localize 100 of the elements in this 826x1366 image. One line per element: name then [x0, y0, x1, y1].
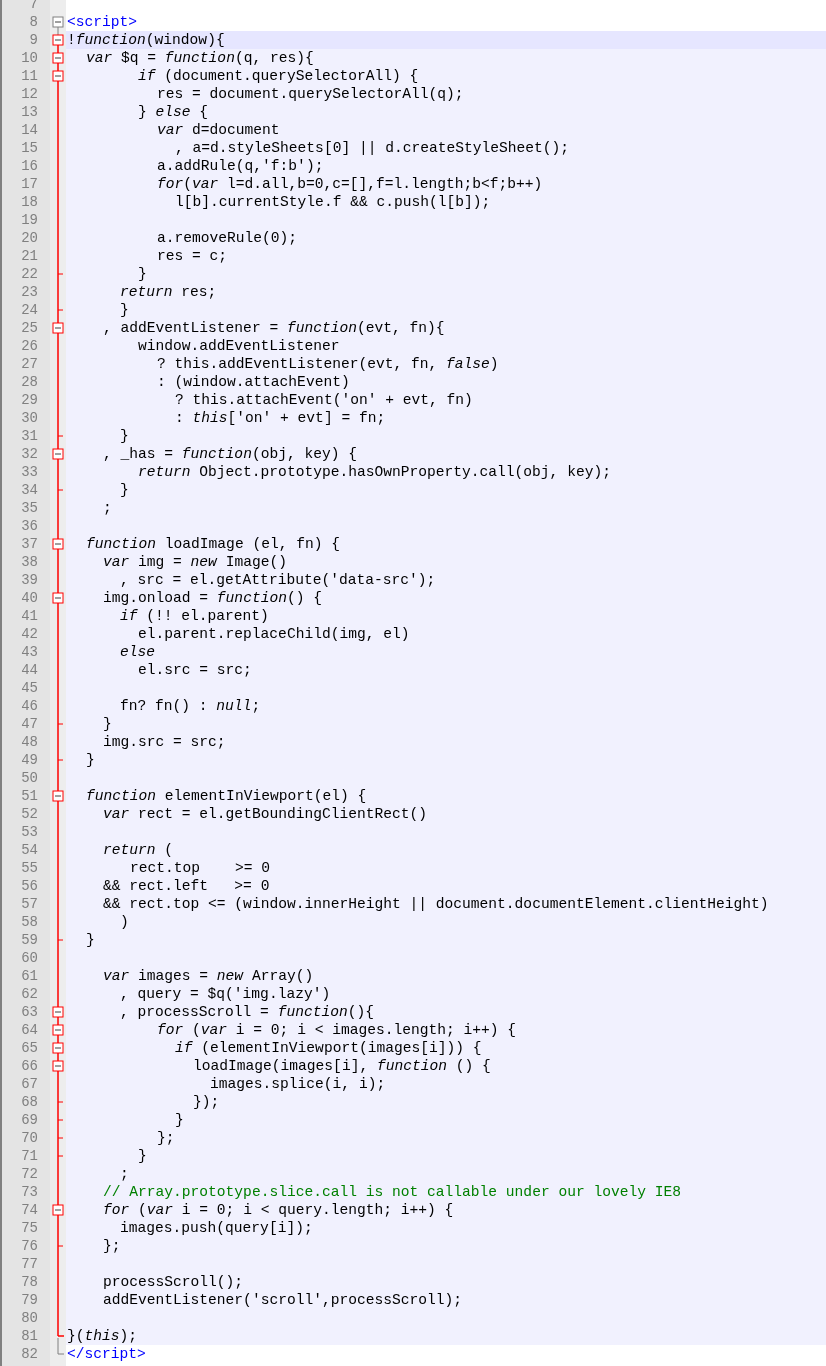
line-number: 70	[20, 1129, 38, 1147]
code-line: var rect = el.getBoundingClientRect()	[103, 805, 428, 823]
code-line: </script>	[67, 1345, 146, 1363]
line-number: 51	[20, 787, 38, 805]
line-number: 68	[20, 1093, 38, 1111]
line-number: 82	[20, 1345, 38, 1363]
code-line: }	[175, 1111, 184, 1129]
code-line: images.splice(i, i);	[210, 1075, 386, 1093]
line-number: 23	[20, 283, 38, 301]
line-number: 73	[20, 1183, 38, 1201]
code-line: : (window.attachEvent)	[157, 373, 350, 391]
code-line: res = document.querySelectorAll(q);	[157, 85, 464, 103]
code-line: if (!! el.parent)	[120, 607, 269, 625]
line-number: 21	[20, 247, 38, 265]
code-line: loadImage(images[i], function () {	[193, 1057, 491, 1075]
line-number: 80	[20, 1309, 38, 1327]
line-number: 47	[20, 715, 38, 733]
line-number: 34	[20, 481, 38, 499]
line-number: 32	[20, 445, 38, 463]
line-number: 54	[20, 841, 38, 859]
line-number: 76	[20, 1237, 38, 1255]
line-number: 15	[20, 139, 38, 157]
code-line: fn? fn() : null;	[120, 697, 261, 715]
code-line: };	[103, 1237, 121, 1255]
code-line: if (document.querySelectorAll) {	[138, 67, 419, 85]
code-line: , _has = function(obj, key) {	[103, 445, 357, 463]
code-line: , processScroll = function(){	[120, 1003, 374, 1021]
line-number: 14	[20, 121, 38, 139]
line-number: 64	[20, 1021, 38, 1039]
code-line: }	[103, 715, 112, 733]
line-number: 61	[20, 967, 38, 985]
code-line: var d=document	[157, 121, 280, 139]
line-number: 25	[20, 319, 38, 337]
code-line: ;	[103, 499, 112, 517]
code-line: var $q = function(q, res){	[86, 49, 314, 67]
code-line: ? this.addEventListener(evt, fn, false)	[157, 355, 499, 373]
line-number: 13	[20, 103, 38, 121]
code-line: }	[86, 931, 95, 949]
line-number: 37	[20, 535, 38, 553]
line-number: 53	[20, 823, 38, 841]
line-number: 22	[20, 265, 38, 283]
line-number: 44	[20, 661, 38, 679]
code-line: }	[138, 265, 147, 283]
line-number: 74	[20, 1201, 38, 1219]
code-line: && rect.top <= (window.innerHeight || document.documentElement.clientHeight)	[103, 895, 769, 913]
line-number: 48	[20, 733, 38, 751]
line-number: 65	[20, 1039, 38, 1057]
line-number: 20	[20, 229, 38, 247]
code-line: else	[120, 643, 156, 661]
line-number: 35	[20, 499, 38, 517]
line-number: 75	[20, 1219, 38, 1237]
line-number: 49	[20, 751, 38, 769]
line-number: 71	[20, 1147, 38, 1165]
line-number: 29	[20, 391, 38, 409]
code-line: }	[120, 301, 129, 319]
line-number: 52	[20, 805, 38, 823]
code-line: });	[193, 1093, 220, 1111]
code-line: a.removeRule(0);	[157, 229, 298, 247]
line-number: 55	[20, 859, 38, 877]
code-line: }	[120, 427, 129, 445]
code-line: window.addEventListener	[138, 337, 340, 355]
code-line: function loadImage (el, fn) {	[86, 535, 340, 553]
line-number: 40	[20, 589, 38, 607]
code-line: processScroll();	[103, 1273, 244, 1291]
line-number: 43	[20, 643, 38, 661]
code-line: return res;	[120, 283, 217, 301]
line-number: 50	[20, 769, 38, 787]
line-number: 41	[20, 607, 38, 625]
line-number: 63	[20, 1003, 38, 1021]
code-line: el.src = src;	[138, 661, 252, 679]
code-line: var images = new Array()	[103, 967, 314, 985]
line-number: 8	[28, 13, 38, 31]
line-number: 69	[20, 1111, 38, 1129]
code-line: } else {	[138, 103, 209, 121]
line-number: 24	[20, 301, 38, 319]
code-line: };	[157, 1129, 175, 1147]
code-line: , query = $q('img.lazy')	[120, 985, 331, 1003]
code-line: , a=d.styleSheets[0] || d.createStyleSheet();	[175, 139, 570, 157]
code-comment: // Array.prototype.slice.call is not callable under our lovely IE8	[103, 1183, 681, 1201]
line-number: 17	[20, 175, 38, 193]
line-number: 31	[20, 427, 38, 445]
line-number: 11	[20, 67, 38, 85]
line-number: 77	[20, 1255, 38, 1273]
line-number: 56	[20, 877, 38, 895]
line-number: 12	[20, 85, 38, 103]
code-line: , src = el.getAttribute('data-src');	[120, 571, 436, 589]
code-line: , addEventListener = function(evt, fn){	[103, 319, 445, 337]
code-line: function elementInViewport(el) {	[86, 787, 367, 805]
code-line: el.parent.replaceChild(img, el)	[138, 625, 410, 643]
line-number: 79	[20, 1291, 38, 1309]
line-number: 78	[20, 1273, 38, 1291]
code-line: img.onload = function() {	[103, 589, 322, 607]
code-line: a.addRule(q,'f:b');	[157, 157, 324, 175]
code-line: return Object.prototype.hasOwnProperty.call(obj, key);	[138, 463, 611, 481]
code-line: for(var l=d.all,b=0,c=[],f=l.length;b<f;b++)	[157, 175, 543, 193]
line-number: 9	[28, 31, 38, 49]
line-number: 42	[20, 625, 38, 643]
line-number: 28	[20, 373, 38, 391]
code-line: ;	[120, 1165, 129, 1183]
code-line: l[b].currentStyle.f && c.push(l[b]);	[175, 193, 491, 211]
